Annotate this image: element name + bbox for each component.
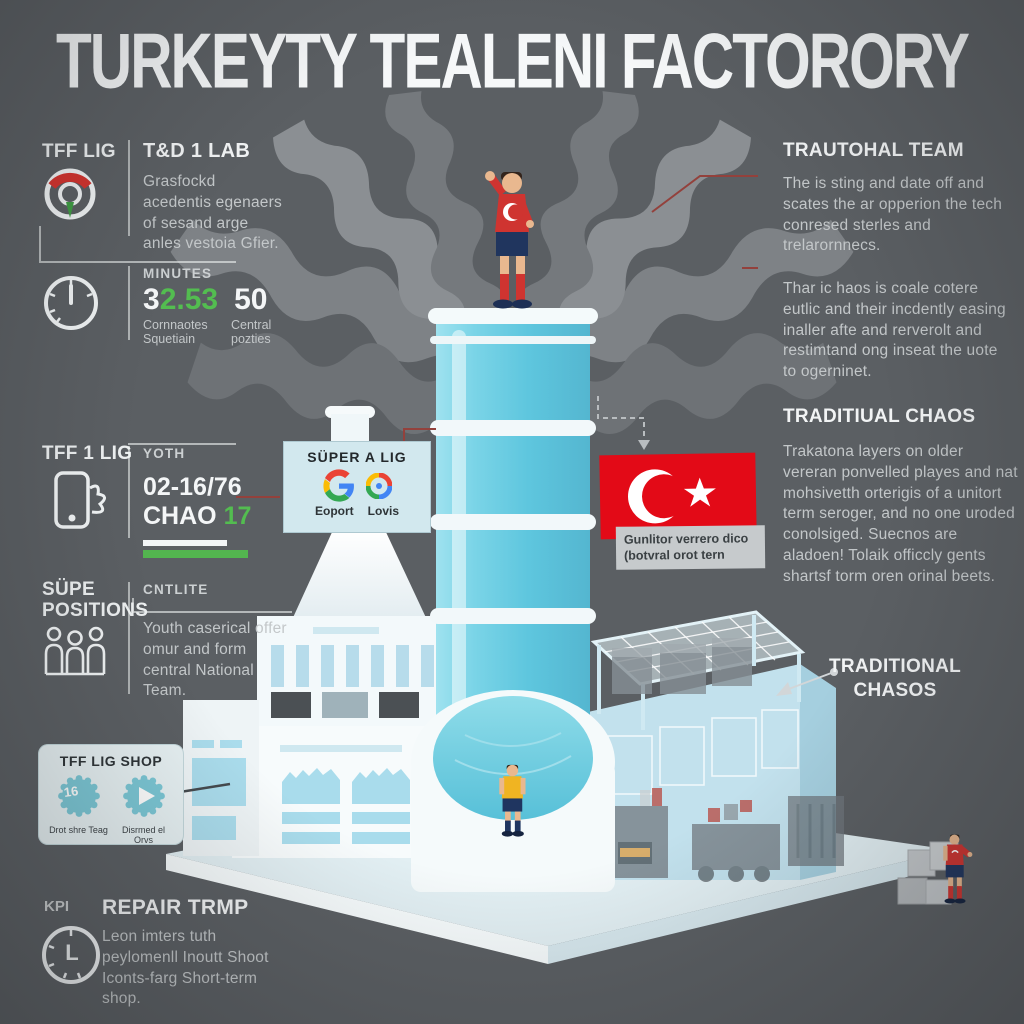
kpi-heading: REPAIR TRMP xyxy=(102,896,249,919)
positions-body: Youth caserical offer omur and form cent… xyxy=(143,620,287,700)
minutes-caption-1: Cornnaotes Squetiain xyxy=(143,318,208,347)
floor-machinery xyxy=(610,788,844,882)
flag-caption: Gunlitor verrero dico (botvral orot tern xyxy=(615,525,766,571)
sign-sub-2: Lovis xyxy=(367,504,399,518)
sign-sub-1: Eoport xyxy=(314,504,354,518)
shop-caption-1: Drot shre Teag xyxy=(49,825,108,835)
team-paragraph-1: The is sting and date off and scates the… xyxy=(783,175,1003,255)
shop-caption-2: Disrmed el Orvs xyxy=(121,825,165,846)
lab-kicker: TFF LIG xyxy=(42,141,116,162)
phone-icon xyxy=(54,471,106,529)
stat-minutes-green: 2.53 xyxy=(159,283,219,316)
section-minutes: MINUTES 32.53 50 Cornnaotes Squetiain Ce… xyxy=(40,266,300,346)
stat-positions: 50 xyxy=(234,283,268,316)
youth-word: CHAO xyxy=(143,502,217,530)
player-in-pool xyxy=(499,764,526,837)
team-heading: TRAUTOHAL TEAM xyxy=(783,140,964,161)
minutes-captions: Cornnaotes Squetiain Central pozties xyxy=(143,318,298,347)
chaos-body: Trakatona layers on older vereran ponvel… xyxy=(783,443,1018,585)
page-title: TURKEYTY TEALENI FACTORORY xyxy=(55,17,970,105)
canopy-machines xyxy=(612,638,752,694)
chaos-heading: TRADITIUAL CHAOS xyxy=(783,406,976,427)
cooling-chimney xyxy=(291,406,428,622)
section-chaos: TRADITIUAL CHAOS Trakatona layers on old… xyxy=(783,406,1021,587)
left-factory-building xyxy=(183,616,452,858)
turkish-flag xyxy=(599,452,757,540)
positions-text: CNTLITE Youth caserical offer omur and f… xyxy=(128,582,293,699)
badge-icon xyxy=(57,775,100,817)
stat-minutes-prefix: 3 xyxy=(143,283,160,316)
right-factory-building xyxy=(588,610,844,882)
youth-range: 02-16/76 xyxy=(143,473,242,501)
chasos-line-1: TRADITIONAL xyxy=(828,656,962,677)
youth-progress-white xyxy=(143,540,227,546)
kpi-kicker: KPI xyxy=(44,898,70,915)
flag-caption-line-1: Gunlitor verrero dico xyxy=(623,531,749,547)
positions-kicker: SÜPE POSITIONS xyxy=(42,579,149,621)
people-icon xyxy=(44,626,106,676)
super-lig-sign: SÜPER A LIG Eoport Lovis xyxy=(283,441,431,533)
team-paragraph-2: Thar ic haos is coale cotere eutlic and … xyxy=(783,280,1006,381)
kpi-body: Leon imters tuth peylomenll Inoutt Shoot… xyxy=(102,928,269,1008)
kpi-clock-glyph: L xyxy=(65,940,79,965)
chasos-label: TRADITIONAL CHASOS xyxy=(820,655,970,703)
gauge-icon xyxy=(44,168,96,220)
positions-label: CNTLITE xyxy=(143,582,209,597)
google-g-icon xyxy=(323,469,354,502)
youth-kicker: TFF 1 LIG xyxy=(42,443,133,464)
player-bottom-right xyxy=(943,834,973,904)
kpi-text: REPAIR TRMP Leon imters tuth peylomenll … xyxy=(102,896,287,1010)
sign-title: SÜPER A LIG xyxy=(307,449,407,465)
crate-stack xyxy=(897,841,959,905)
minutes-caption-2: Central pozties xyxy=(231,318,272,347)
lab-heading: T&D 1 LAB xyxy=(143,140,251,162)
section-youth: TFF 1 LIG YOTH 02-16/76 CHAO 17 xyxy=(40,440,300,558)
player-on-tower xyxy=(485,171,534,309)
talent-tower xyxy=(428,308,598,740)
multicolor-o-icon xyxy=(366,473,392,499)
clock-icon xyxy=(44,276,98,330)
youth-text: YOTH 02-16/76 CHAO 17 xyxy=(128,446,293,558)
lab-text: T&D 1 LAB Grasfockd acedentis egenaers o… xyxy=(128,140,283,252)
shop-card[interactable]: TFF LIG SHOP 16 Drot shre Teag Disrme xyxy=(38,744,184,845)
youth-progress-green xyxy=(143,550,248,558)
section-kpi: KPI L REPAIR TRMP Leon imters tuth peylo… xyxy=(40,896,320,1007)
flag-caption-line-2: (botvral orot tern xyxy=(624,547,725,563)
play-badge-icon xyxy=(122,775,165,817)
kpi-clock-icon xyxy=(42,926,100,984)
section-positions: SÜPE POSITIONS CNTLITE Youth caserical o… xyxy=(40,576,310,699)
section-team: TRAUTOHAL TEAM The is sting and date off… xyxy=(783,140,1015,383)
lab-body: Grasfockd acedentis egenaers of sesand a… xyxy=(143,173,282,253)
shop-title: TFF LIG SHOP xyxy=(59,753,163,769)
section-lab: TFF LIG T&D 1 LAB Grasfockd acedentis eg… xyxy=(40,140,290,252)
tower-pool xyxy=(411,690,615,892)
youth-value: 17 xyxy=(223,502,252,530)
minutes-label: MINUTES xyxy=(143,266,213,281)
shop-badge-1[interactable]: 16 Drot shre Teag xyxy=(49,774,109,846)
minutes-stats: 32.53 50 xyxy=(143,283,298,317)
shop-badge-2[interactable]: Disrmed el Orvs xyxy=(114,774,174,846)
chasos-line-2: CHASOS xyxy=(853,679,937,701)
minutes-text: MINUTES 32.53 50 Cornnaotes Squetiain Ce… xyxy=(128,266,298,346)
youth-label: YOTH xyxy=(143,446,186,461)
